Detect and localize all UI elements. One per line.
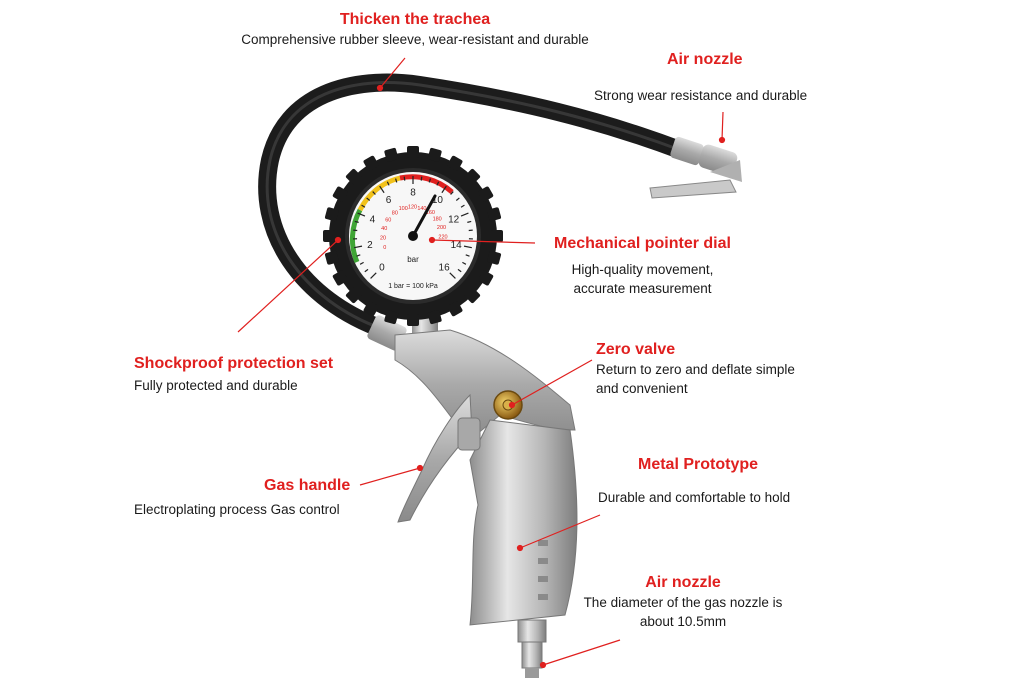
gauge-outer-label: 6 xyxy=(386,195,392,206)
callout-desc-line2: about 10.5mm xyxy=(639,614,727,629)
gauge-outer-label: 16 xyxy=(439,263,451,274)
callout-desc: Comprehensive rubber sleeve, wear-resist… xyxy=(241,32,589,47)
gauge-needle xyxy=(411,194,437,238)
gauge-inner-label: 80 xyxy=(392,211,398,217)
callout-trachea: Thicken the trachea Comprehensive rubber… xyxy=(200,10,630,49)
callout-title: Thicken the trachea xyxy=(339,11,491,28)
callout-title: Mechanical pointer dial xyxy=(554,235,731,252)
callout-zero-valve: Zero valve Return to zero and deflate si… xyxy=(596,340,836,398)
gauge-inner-label: 200 xyxy=(437,225,446,231)
gauge-inner-label: 40 xyxy=(381,226,387,232)
gauge-outer-label: 8 xyxy=(410,188,416,199)
callout-desc-line2: and convenient xyxy=(596,381,688,396)
gauge-unit: bar xyxy=(407,255,419,264)
gauge-outer-label: 2 xyxy=(367,240,373,251)
callout-air-nozzle-top: Air nozzle Strong wear resistance and du… xyxy=(594,50,854,105)
leader-pointer-dial xyxy=(431,239,536,244)
gauge-inner-label: 180 xyxy=(433,217,442,223)
gauge-inner-label: 20 xyxy=(380,235,386,241)
gauge-inner-label: 60 xyxy=(385,217,391,223)
callout-desc-line1: Return to zero and deflate simple xyxy=(596,362,795,377)
gas-handle-lever xyxy=(397,393,473,523)
callout-air-nozzle-bottom: Air nozzle The diameter of the gas nozzl… xyxy=(570,573,796,631)
callout-desc: Electroplating process Gas control xyxy=(134,502,340,517)
metal-gun-body xyxy=(367,305,578,678)
callout-title: Shockproof protection set xyxy=(134,355,334,372)
callout-title: Air nozzle xyxy=(667,51,743,68)
leader-shockproof xyxy=(237,239,339,333)
callout-gas-handle: Gas handle Electroplating process Gas co… xyxy=(134,476,374,519)
callout-metal-prototype: Metal Prototype Durable and comfortable … xyxy=(598,455,838,507)
gauge-footer: 1 bar = 100 kPa xyxy=(388,283,438,290)
air-chuck-top xyxy=(649,136,742,199)
callout-desc-line2: accurate measurement xyxy=(573,281,712,296)
callout-desc-line1: High-quality movement, xyxy=(571,262,714,277)
callout-desc: Fully protected and durable xyxy=(134,378,298,393)
gauge-inner-label: 220 xyxy=(438,235,447,241)
leader-trachea xyxy=(379,57,406,89)
callout-desc-line1: The diameter of the gas nozzle is xyxy=(583,595,783,610)
gauge-inner-label: 100 xyxy=(399,206,408,212)
callout-title: Metal Prototype xyxy=(638,456,759,473)
gauge-outer-label: 0 xyxy=(379,263,385,274)
gauge-outer-label: 14 xyxy=(451,240,463,251)
callout-desc: Strong wear resistance and durable xyxy=(594,88,808,103)
gauge-outer-label: 12 xyxy=(448,215,460,226)
leader-air-nozzle-bottom xyxy=(542,639,621,666)
gauge-inner-label: 140 xyxy=(417,206,426,212)
callout-shockproof: Shockproof protection set Fully protecte… xyxy=(134,354,374,395)
callout-pointer-dial: Mechanical pointer dial High-quality mov… xyxy=(530,234,755,298)
callout-title: Air nozzle xyxy=(645,574,721,591)
callout-desc: Durable and comfortable to hold xyxy=(598,490,791,505)
leader-zero-valve xyxy=(511,359,593,406)
gauge-inner-label: 0 xyxy=(383,245,386,251)
leader-metal-prototype xyxy=(519,514,601,549)
gauge-outer-label: 10 xyxy=(432,195,444,206)
gauge-inner-label: 120 xyxy=(408,205,417,211)
callout-title: Gas handle xyxy=(264,477,351,494)
gauge-outer-label: 4 xyxy=(370,215,376,226)
leader-air-nozzle-top xyxy=(721,111,724,141)
callout-title: Zero valve xyxy=(596,341,676,358)
gauge-inner-label: 160 xyxy=(426,210,435,216)
leader-gas-handle xyxy=(359,467,421,486)
